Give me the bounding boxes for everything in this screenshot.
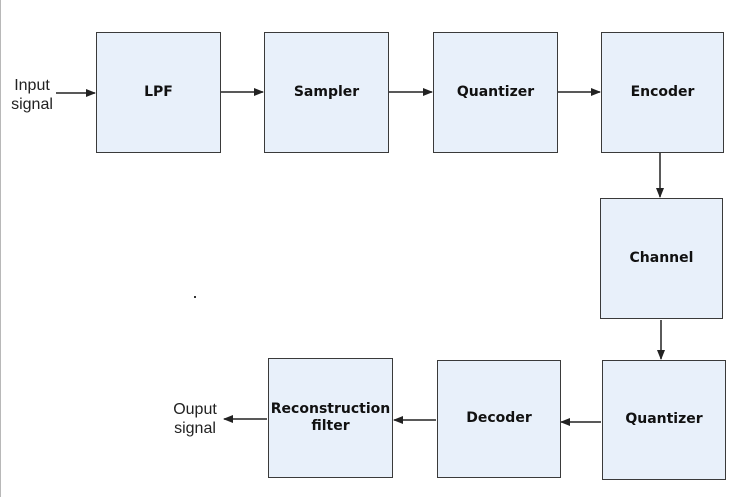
reconstruction-label-line-2: filter (311, 418, 350, 434)
frame-edge (0, 0, 1, 497)
quantizer-tx-label: Quantizer (456, 83, 535, 100)
decoder-block: Decoder (437, 360, 561, 478)
channel-label: Channel (629, 249, 694, 266)
decoder-label: Decoder (466, 410, 532, 427)
quantizer-tx-block: Quantizer (433, 32, 558, 153)
input-signal-label: Input signal (6, 76, 58, 114)
reconstruction-label-line-1: Reconstruction (270, 400, 391, 417)
sampler-label: Sampler (293, 83, 360, 100)
reconstruction-filter-block: Reconstruction filter (268, 358, 393, 478)
lpf-label: LPF (144, 83, 173, 100)
encoder-label: Encoder (630, 83, 695, 100)
lpf-block: LPF (96, 32, 221, 153)
reconstruction-filter-label: Reconstruction filter (271, 401, 390, 436)
output-signal-label: Ouput signal (168, 400, 222, 438)
sampler-block: Sampler (264, 32, 389, 153)
input-label-line-2: signal (11, 96, 53, 113)
encoder-block: Encoder (601, 32, 724, 153)
stray-dot (194, 296, 196, 298)
quantizer-rx-label: Quantizer (625, 411, 703, 428)
output-label-line-1: Ouput (173, 401, 217, 418)
output-label-line-2: signal (174, 420, 216, 437)
input-label-line-1: Input (14, 77, 50, 94)
quantizer-rx-block: Quantizer (602, 360, 726, 480)
channel-block: Channel (600, 198, 723, 319)
